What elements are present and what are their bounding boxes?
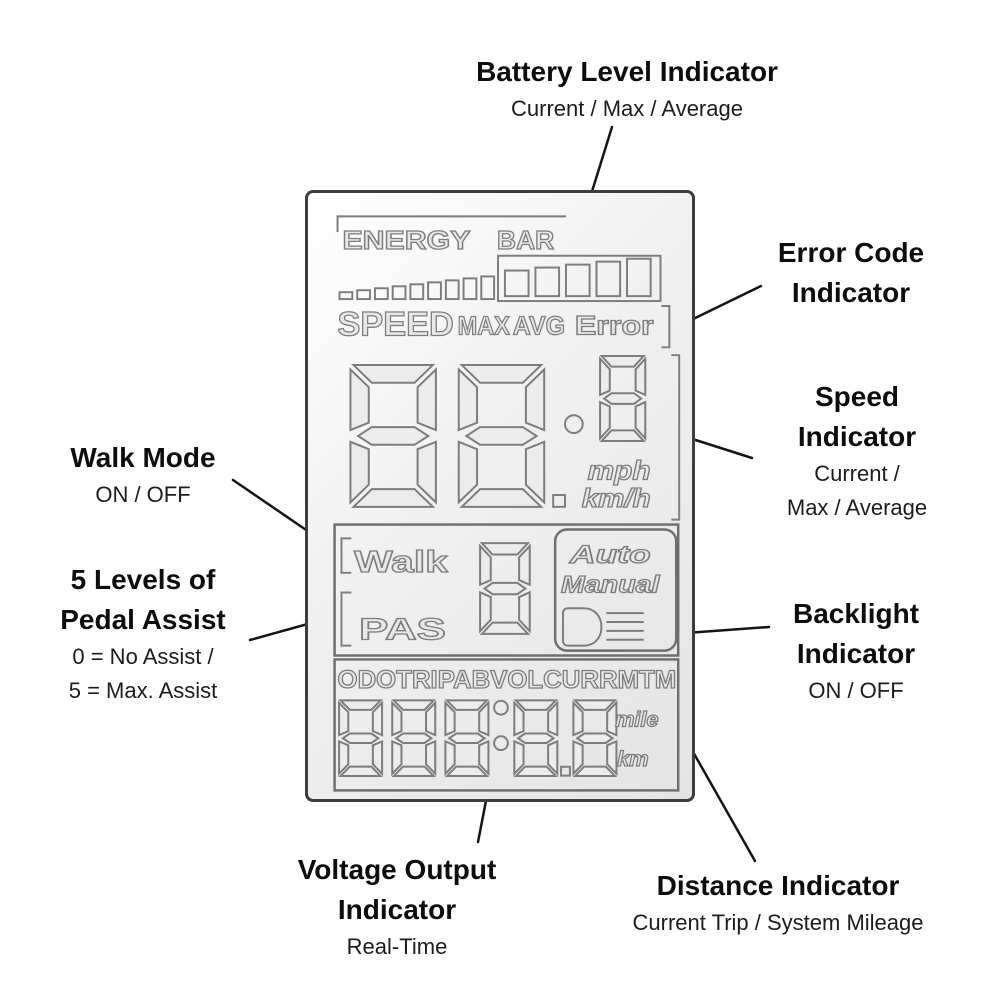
speed-dot-indicator: [564, 414, 584, 434]
distance-annotation-title: Distance Indicator: [656, 870, 900, 901]
distance-decimal-point: [560, 765, 571, 777]
max-label: MAX: [458, 313, 510, 341]
battery-annotation-subtitle: Current / Max / Average: [511, 96, 743, 121]
pas-label: PAS: [359, 613, 446, 647]
walk-annotation-subtitle: ON / OFF: [95, 482, 191, 507]
backlight-annotation-line2: Indicator: [796, 638, 916, 669]
pas-annotation-line2: Pedal Assist: [60, 604, 226, 635]
error-annotation: Error Code Indicator: [731, 233, 971, 313]
battery-annotation-title: Battery Level Indicator: [476, 56, 778, 87]
degree-dot-bottom: [493, 735, 509, 752]
error-label: Error: [575, 311, 654, 341]
speed-annotation-sub2: Max / Average: [786, 495, 928, 520]
degree-dot-top: [493, 699, 509, 716]
backlight-annotation-subtitle: ON / OFF: [808, 678, 904, 703]
avg-label: AVG: [513, 313, 565, 341]
speed-digits: [348, 355, 647, 509]
mode-block-border: [553, 528, 678, 652]
voltage-annotation: Voltage Output Indicator Real-Time: [277, 850, 517, 964]
middle-band-border: [333, 523, 680, 657]
error-bracket: [661, 304, 671, 349]
distance-annotation-subtitle: Current Trip / System Mileage: [632, 910, 924, 935]
speed-decimal-point: [552, 494, 566, 508]
speed-annotation-line2: Indicator: [797, 421, 917, 452]
pas-bracket: [340, 591, 352, 647]
pas-annotation-sub2: 5 = Max. Assist: [68, 678, 218, 703]
km-label: km: [617, 746, 649, 771]
voltage-annotation-line1: Voltage Output: [297, 854, 497, 885]
voltage-annotation-subtitle: Real-Time: [346, 934, 448, 959]
mile-label: mile: [615, 706, 658, 731]
battery-region-bracket: [336, 215, 566, 233]
lcd-display: ENERGY BAR SPEED MAX: [333, 215, 681, 792]
distance-annotation: Distance Indicator Current Trip / System…: [588, 866, 968, 940]
headlight-icon: [562, 607, 644, 647]
speed-annotation-line1: Speed: [814, 381, 900, 412]
pas-annotation-sub1: 0 = No Assist /: [72, 644, 214, 669]
speed-annotation-sub1: Current /: [814, 461, 900, 486]
pas-annotation-line1: 5 Levels of: [70, 564, 216, 595]
backlight-annotation: Backlight Indicator ON / OFF: [736, 594, 976, 708]
battery-gauge: [338, 254, 662, 303]
battery-annotation: Battery Level Indicator Current / Max / …: [427, 52, 827, 126]
backlight-annotation-line1: Backlight: [792, 598, 920, 629]
distance-digits: [338, 699, 618, 777]
speed-region-bracket: [671, 354, 681, 521]
kmh-label: km/h: [582, 485, 651, 513]
manual-label: Manual: [561, 572, 660, 598]
walk-annotation: Walk Mode ON / OFF: [23, 438, 263, 512]
energy-label: ENERGY: [342, 227, 470, 255]
bottom-band-border: [333, 658, 680, 792]
error-annotation-line1: Error Code: [777, 237, 925, 268]
pas-level-digit: [479, 542, 531, 635]
walk-label: Walk: [354, 545, 448, 579]
odo-row-label: ODOTRIPABVOLCURRMTM: [338, 667, 677, 694]
walk-bracket: [340, 537, 352, 574]
mph-label: mph: [588, 455, 651, 485]
auto-label: Auto: [568, 542, 650, 569]
error-annotation-line2: Indicator: [791, 277, 911, 308]
lcd-panel: ENERGY BAR SPEED MAX: [305, 190, 695, 802]
voltage-annotation-line2: Indicator: [337, 894, 457, 925]
speed-label: SPEED: [338, 306, 454, 344]
battery-frame: [497, 254, 662, 303]
pas-annotation: 5 Levels of Pedal Assist 0 = No Assist /…: [23, 560, 263, 708]
speed-annotation: Speed Indicator Current / Max / Average: [737, 377, 977, 525]
bar-label: BAR: [497, 227, 554, 255]
walk-annotation-title: Walk Mode: [70, 442, 216, 473]
